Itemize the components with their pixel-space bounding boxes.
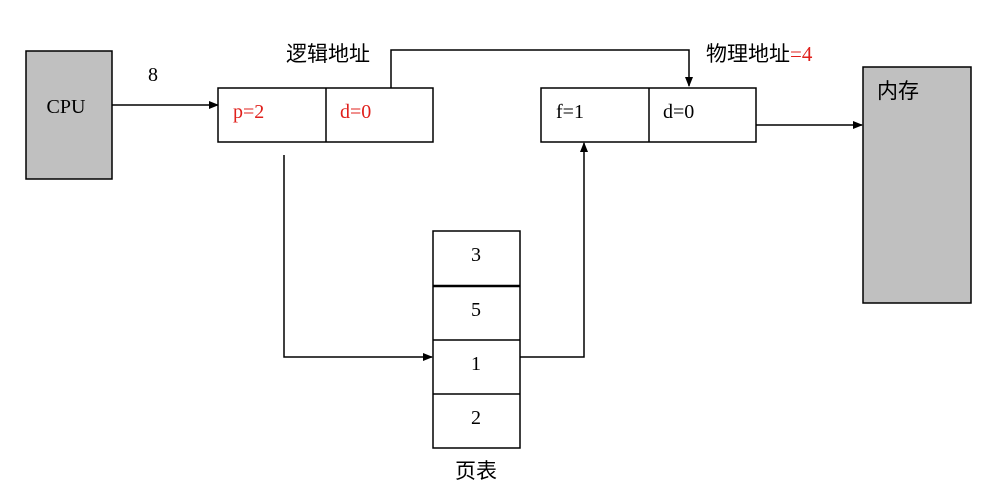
cpu-box: CPU bbox=[25, 50, 113, 180]
page-to-table-arrow bbox=[283, 155, 433, 361]
page-table-entry: 5 bbox=[471, 299, 481, 321]
page-table-caption: 页表 bbox=[455, 459, 497, 483]
logical-page-field: p=2 bbox=[233, 101, 264, 123]
physical-address-title-prefix: 物理地址 bbox=[706, 42, 790, 66]
logical-offset-field: d=0 bbox=[340, 101, 371, 123]
logical-address-box: p=2 d=0 bbox=[217, 87, 434, 143]
cpu-label: CPU bbox=[47, 96, 86, 118]
physical-frame-field: f=1 bbox=[556, 101, 584, 123]
offset-passthrough-arrow bbox=[390, 49, 693, 88]
page-table-entry: 2 bbox=[471, 407, 481, 429]
physical-address-box: f=1 d=0 bbox=[540, 87, 757, 143]
logical-address-title: 逻辑地址 bbox=[286, 42, 370, 66]
page-table: 3 5 1 2 bbox=[432, 230, 521, 449]
page-table-entry: 1 bbox=[471, 353, 481, 375]
page-table-entry: 3 bbox=[471, 244, 481, 266]
physical-offset-field: d=0 bbox=[663, 101, 694, 123]
memory-label: 内存 bbox=[877, 79, 919, 103]
cpu-output-value: 8 bbox=[148, 64, 158, 86]
table-to-frame-arrow bbox=[520, 142, 588, 358]
physical-address-title: 物理地址=4 bbox=[706, 42, 813, 66]
physical-address-title-value: =4 bbox=[790, 42, 813, 66]
memory-box: 内存 bbox=[862, 66, 972, 304]
